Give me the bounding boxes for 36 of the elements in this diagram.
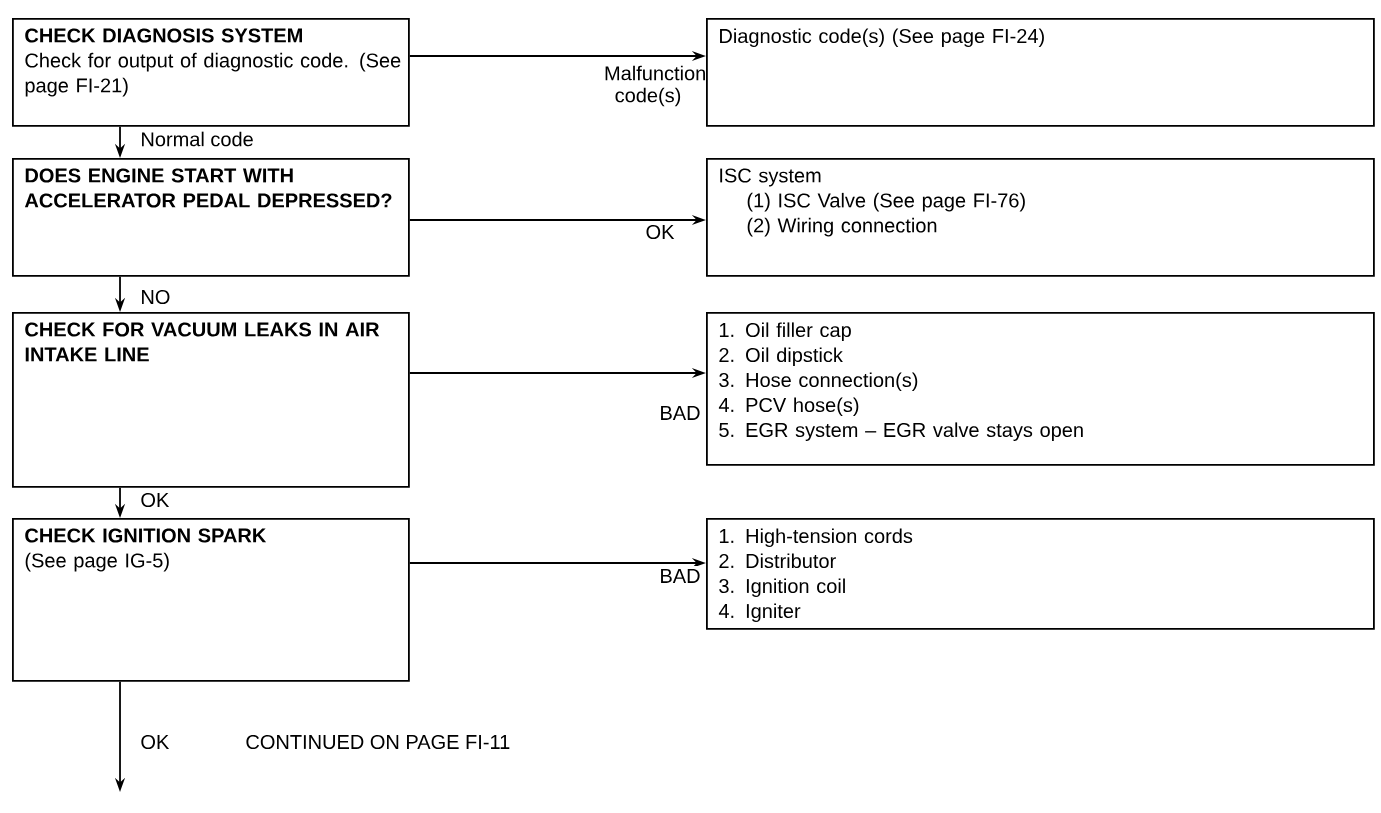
note-text: CONTINUED ON PAGE FI-11: [246, 734, 510, 750]
edge-label: Normal code: [137, 128, 257, 150]
box-text: 4. PCV hose(s): [718, 397, 859, 417]
box-text: 3. Ignition coil: [719, 578, 845, 598]
process-box: [706, 18, 1375, 127]
process-box: [12, 18, 410, 127]
box-text: CHECK IGNITION SPARK: [25, 528, 267, 543]
box-text: Diagnostic code(s) (See page FI-24): [720, 28, 1044, 48]
box-text: 2. Distributor: [719, 553, 836, 569]
box-text: (1) ISC Valve (See page FI-76): [747, 192, 1025, 212]
edge-label: OK: [137, 489, 173, 511]
box-text: 1. High-tension cords: [719, 528, 913, 548]
edge-label: NO: [137, 286, 174, 308]
process-box: [12, 312, 410, 488]
process-box: [12, 158, 410, 277]
box-text: (2) Wiring connection: [747, 217, 937, 237]
box-text: Check for output of diagnostic code. (See page FI-21): [25, 52, 401, 97]
edge-label: OK: [642, 221, 678, 243]
box-text: 3. Hose connection(s): [719, 372, 918, 392]
edge-label: BAD: [656, 566, 704, 586]
edge-label: BAD: [656, 403, 704, 423]
box-text: ISC system: [720, 168, 821, 187]
box-text: 1. Oil filler cap: [719, 322, 851, 342]
process-box: [706, 312, 1375, 466]
box-text: CHECK FOR VACUUM LEAKS IN AIR INTAKE LINE: [25, 322, 380, 362]
box-text: 5. EGR system – EGR valve stays open: [719, 422, 1083, 442]
edge-label: OK: [137, 731, 173, 753]
process-box: [12, 518, 410, 682]
process-box: [706, 158, 1375, 277]
box-text: DOES ENGINE START WITH ACCELERATOR PEDAL DEPRESSED?: [24, 168, 392, 208]
box-text: 2. Oil dipstick: [719, 347, 843, 367]
box-text: 4. Igniter: [718, 603, 801, 623]
box-text: (See page IG-5): [25, 552, 169, 572]
edge-label: Malfunction code(s): [601, 62, 705, 110]
process-box: [706, 518, 1375, 630]
box-text: CHECK DIAGNOSIS SYSTEM: [25, 28, 302, 43]
